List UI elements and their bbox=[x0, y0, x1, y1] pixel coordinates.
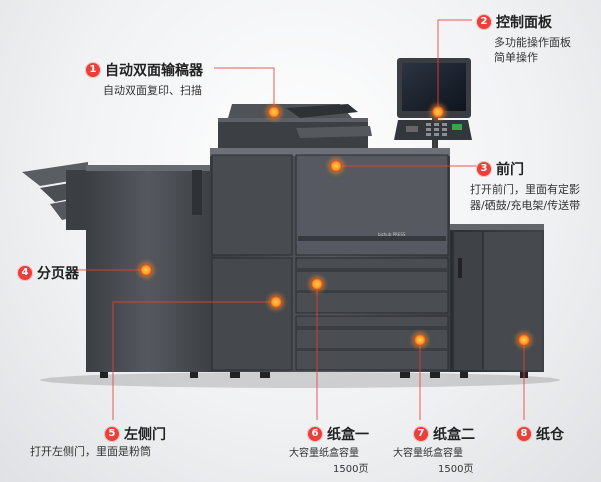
callout-description: 自动双面复印、扫描 bbox=[103, 83, 202, 97]
leader-line-1 bbox=[214, 67, 275, 110]
callout-capacity: 1500页 bbox=[438, 464, 474, 475]
marker-tray-one[interactable] bbox=[311, 278, 323, 290]
marker-front-door[interactable] bbox=[330, 160, 342, 172]
callout-number-badge: 1 bbox=[85, 61, 101, 78]
marker-adf[interactable] bbox=[268, 106, 280, 118]
callout-title: 纸仓 bbox=[536, 426, 564, 443]
leader-line-5 bbox=[112, 301, 276, 420]
callout-title: 纸盒一 bbox=[327, 426, 369, 443]
callout-number-badge: 3 bbox=[476, 160, 492, 177]
marker-tray-two[interactable] bbox=[414, 334, 426, 346]
callout-number-badge: 6 bbox=[307, 425, 323, 442]
callout-description-line: 简单操作 bbox=[494, 50, 538, 64]
callout-description: 大容量纸盒容量 bbox=[289, 448, 359, 459]
callout-number-badge: 7 bbox=[413, 425, 429, 442]
leader-line-2 bbox=[437, 19, 472, 112]
callout-capacity: 1500页 bbox=[333, 464, 369, 475]
svg-text:bizhub PRESS: bizhub PRESS bbox=[378, 232, 406, 237]
callout-title: 控制面板 bbox=[496, 14, 552, 31]
callout-title: 自动双面输稿器 bbox=[105, 62, 203, 79]
callout-number-badge: 4 bbox=[17, 264, 33, 281]
callout-description-line: 多功能操作面板 bbox=[494, 35, 571, 49]
marker-control-panel[interactable] bbox=[432, 106, 444, 118]
callout-description: 打开左侧门，里面是粉筒 bbox=[30, 445, 151, 458]
callout-number-badge: 2 bbox=[476, 13, 492, 30]
output-trays bbox=[22, 162, 88, 230]
callout-title: 前门 bbox=[496, 161, 524, 178]
callout-number-badge: 8 bbox=[516, 425, 532, 442]
callout-title: 分页器 bbox=[37, 265, 79, 282]
marker-left-door[interactable] bbox=[270, 296, 282, 308]
callout-description-line: 器/硒鼓/充电架/传送带 bbox=[470, 199, 581, 212]
marker-sorter[interactable] bbox=[140, 264, 152, 276]
callout-description-line: 打开前门，里面有定影 bbox=[470, 183, 580, 196]
floor-shadow bbox=[40, 372, 560, 388]
callout-title: 纸盒二 bbox=[433, 426, 475, 443]
marker-paper-bank[interactable] bbox=[518, 334, 530, 346]
callout-title: 左侧门 bbox=[124, 426, 166, 443]
callout-description: 大容量纸盒容量 bbox=[393, 448, 463, 459]
callout-number-badge: 5 bbox=[104, 425, 120, 442]
